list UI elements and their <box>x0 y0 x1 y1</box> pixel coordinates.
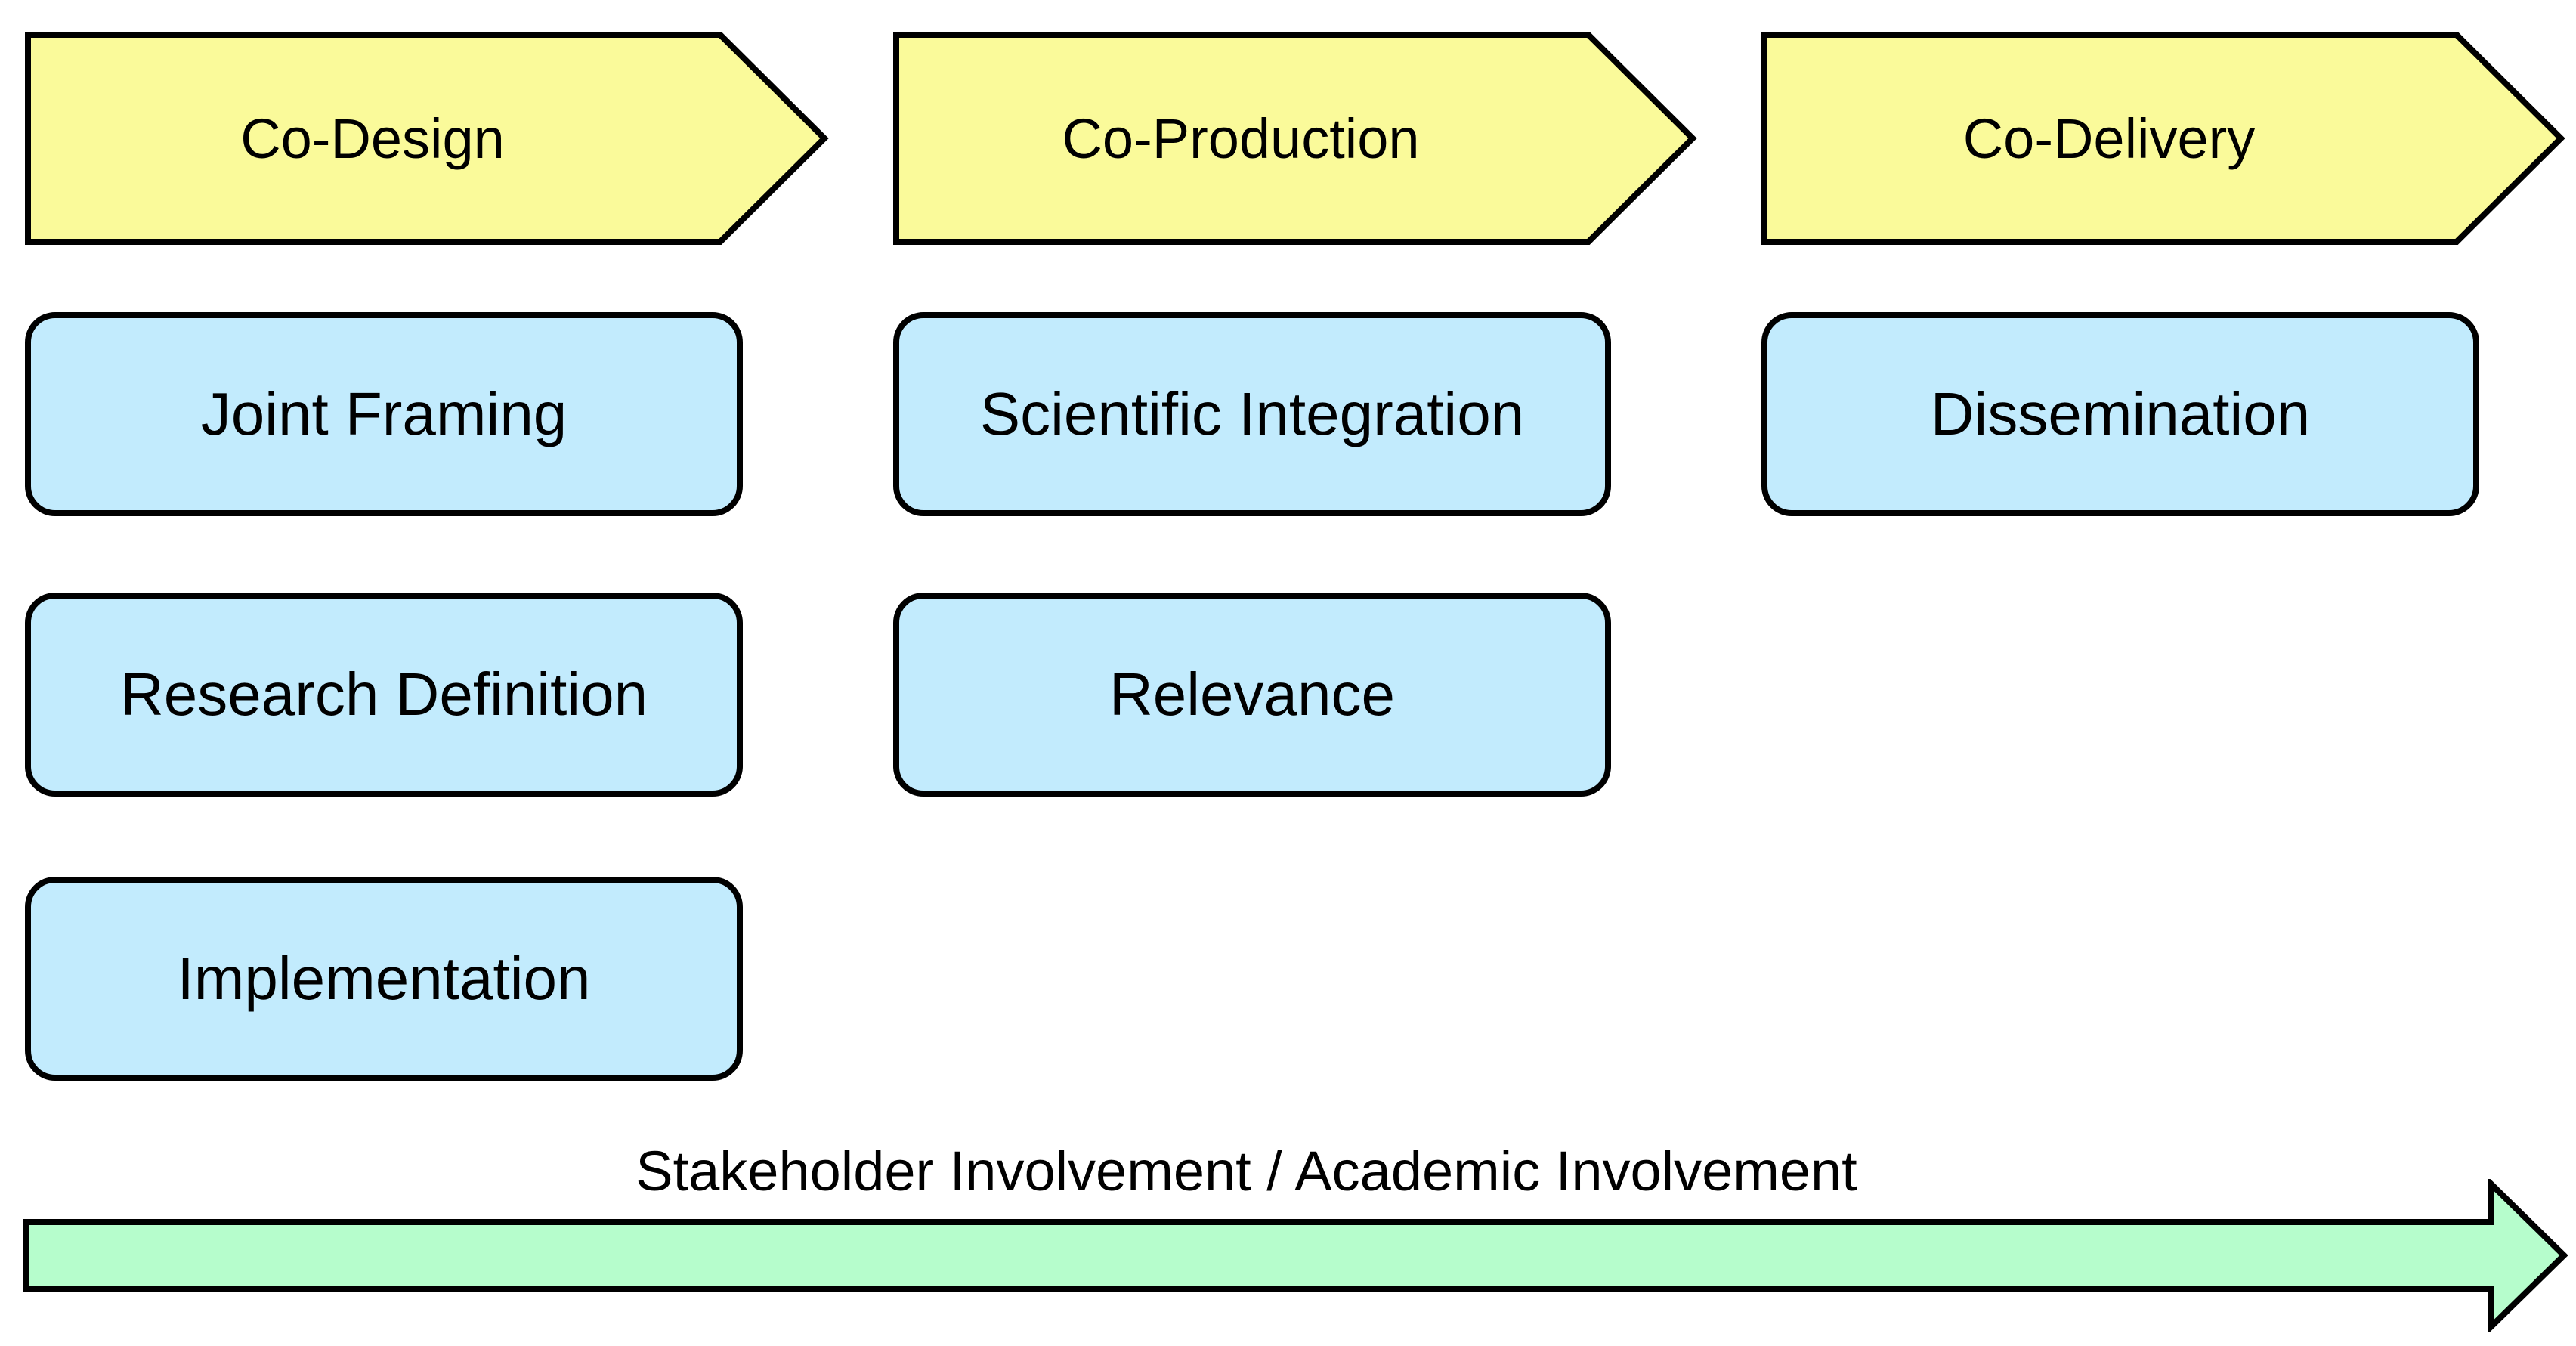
phase-label: Co-Design <box>240 107 505 170</box>
phase-co-production: Co-Production <box>893 32 1698 245</box>
phase-co-delivery: Co-Delivery <box>1761 32 2566 245</box>
activity-research-definition: Research Definition <box>25 593 743 797</box>
involvement-arrow <box>23 1179 2569 1332</box>
activity-implementation: Implementation <box>25 877 743 1081</box>
chevron-shape <box>893 32 1697 245</box>
involvement-arrow-label: Stakeholder Involvement / Academic Invol… <box>635 1140 1857 1202</box>
phase-label: Co-Production <box>1062 107 1420 170</box>
activity-relevance: Relevance <box>893 593 1611 797</box>
chevron-shape <box>25 32 829 245</box>
activity-dissemination: Dissemination <box>1761 312 2479 516</box>
activity-scientific-integration: Scientific Integration <box>893 312 1611 516</box>
activity-joint-framing: Joint Framing <box>25 312 743 516</box>
phase-label: Co-Delivery <box>1962 107 2256 170</box>
chevron-shape <box>1761 32 2565 245</box>
phase-co-design: Co-Design <box>25 32 830 245</box>
arrow-right-icon <box>23 1179 2568 1332</box>
